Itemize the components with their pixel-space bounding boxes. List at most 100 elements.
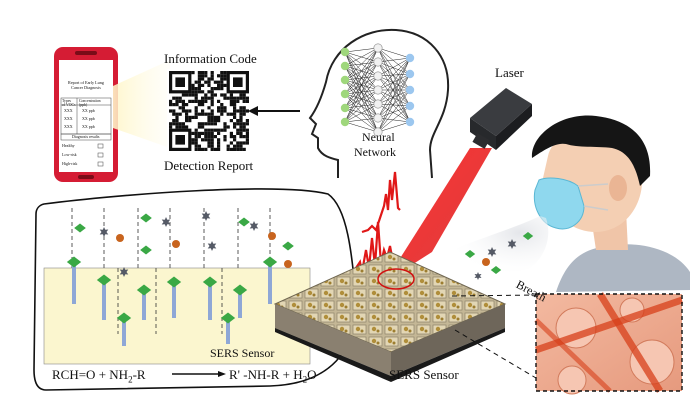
probe-stem — [268, 262, 272, 304]
inset-molecules — [74, 211, 294, 277]
output-node — [405, 101, 415, 111]
hidden-node — [373, 57, 383, 67]
green-molecule — [490, 266, 502, 274]
input-node — [340, 75, 350, 85]
green-molecule — [464, 250, 476, 258]
green-molecule — [140, 245, 152, 255]
green-molecule — [522, 232, 534, 240]
head-outline — [308, 28, 450, 179]
phone-report-table — [60, 97, 112, 167]
green-molecule — [238, 217, 250, 227]
green-molecule — [96, 274, 112, 286]
probe-stem — [226, 318, 230, 344]
hidden-node — [373, 99, 383, 109]
probe-stem — [208, 282, 212, 320]
arrow-to-qr — [248, 106, 300, 116]
star-molecule — [249, 221, 259, 231]
probe-stem — [122, 318, 126, 346]
phone-beam — [113, 60, 170, 148]
laser-beam — [385, 148, 492, 282]
checkbox-high-risk — [97, 161, 104, 167]
checkbox-healthy — [97, 143, 104, 149]
output-node — [405, 69, 415, 79]
phone-row-value: XX ppb — [82, 124, 95, 129]
phone-diagnosis-header: Diagnosis results — [72, 134, 100, 139]
green-molecule — [166, 276, 182, 288]
hidden-node — [373, 85, 383, 95]
phone-row-type: XXX — [64, 116, 73, 121]
star-molecule — [201, 211, 211, 221]
inset-probes — [66, 256, 278, 346]
output-node — [405, 53, 415, 63]
neural-network-label-line1: Neural — [362, 130, 395, 144]
orange-molecule — [116, 234, 124, 242]
phone-row-value: XX ppb — [82, 116, 95, 121]
green-molecule — [202, 276, 218, 288]
phone-result-high-risk: High-risk — [62, 161, 78, 166]
green-molecule — [282, 241, 294, 251]
laser-label: Laser — [495, 65, 524, 80]
probe-stem — [142, 290, 146, 320]
green-molecule — [116, 312, 132, 324]
orange-molecule — [284, 260, 292, 268]
green-molecule — [74, 223, 86, 233]
reaction-arrow — [172, 371, 226, 377]
breath-cloud — [452, 216, 549, 272]
green-molecule — [232, 284, 248, 296]
orange-molecule — [268, 232, 276, 240]
breath-molecules — [464, 232, 534, 280]
probe-stem — [238, 290, 242, 318]
checkbox-low-risk — [97, 152, 104, 158]
green-molecule — [66, 256, 82, 268]
phone-row-value: XX ppb — [82, 108, 95, 113]
star-molecule — [207, 241, 217, 251]
laser-device — [470, 88, 532, 150]
input-node — [340, 89, 350, 99]
phone-result-low-risk: Low-risk — [62, 152, 77, 157]
input-node — [340, 61, 350, 71]
star-molecule — [119, 267, 129, 277]
green-molecule — [262, 256, 278, 268]
reaction-left: RCH=O + NH2-R — [52, 367, 146, 385]
hidden-node — [373, 43, 383, 53]
sers-sensor-main-label: SERS Sensor — [389, 367, 459, 382]
green-molecule — [136, 284, 152, 296]
input-node — [340, 103, 350, 113]
output-node — [405, 85, 415, 95]
star-molecule — [474, 272, 482, 280]
phone-col2-header: Concentration(ppb) — [79, 99, 101, 108]
person — [531, 115, 690, 292]
sers-zoom-inset — [534, 292, 684, 395]
star-molecule — [507, 239, 517, 249]
hidden-node — [373, 127, 383, 137]
sers-chip — [273, 251, 507, 382]
information-code-label: Information Code — [164, 51, 257, 66]
zoom-lines — [451, 294, 537, 379]
hidden-node — [373, 113, 383, 123]
probe-stem — [102, 280, 106, 320]
star-molecule — [161, 217, 171, 227]
phone-row-type: XXX — [64, 124, 73, 129]
orange-molecule — [482, 258, 490, 266]
probe-stem — [172, 282, 176, 318]
star-molecule — [99, 227, 109, 237]
neural-network — [340, 43, 415, 137]
neural-network-label-line2: Network — [354, 145, 396, 159]
star-molecule — [487, 247, 497, 257]
orange-molecule — [172, 240, 180, 248]
phone-result-healthy: Healthy — [62, 143, 75, 148]
qr-code — [167, 69, 251, 153]
output-node — [405, 117, 415, 127]
detection-report-label: Detection Report — [164, 158, 254, 173]
hidden-node — [373, 71, 383, 81]
reaction-right: R' -NH-R + H2O — [229, 367, 317, 385]
phone-row-type: XXX — [64, 108, 73, 113]
sers-sensor-inset-label: SERS Sensor — [210, 346, 275, 360]
smartphone — [54, 47, 118, 182]
input-node — [340, 47, 350, 57]
phone-report-title: Report of Early Lung Cancer Diagnosis — [68, 80, 104, 91]
green-molecule — [140, 213, 152, 223]
